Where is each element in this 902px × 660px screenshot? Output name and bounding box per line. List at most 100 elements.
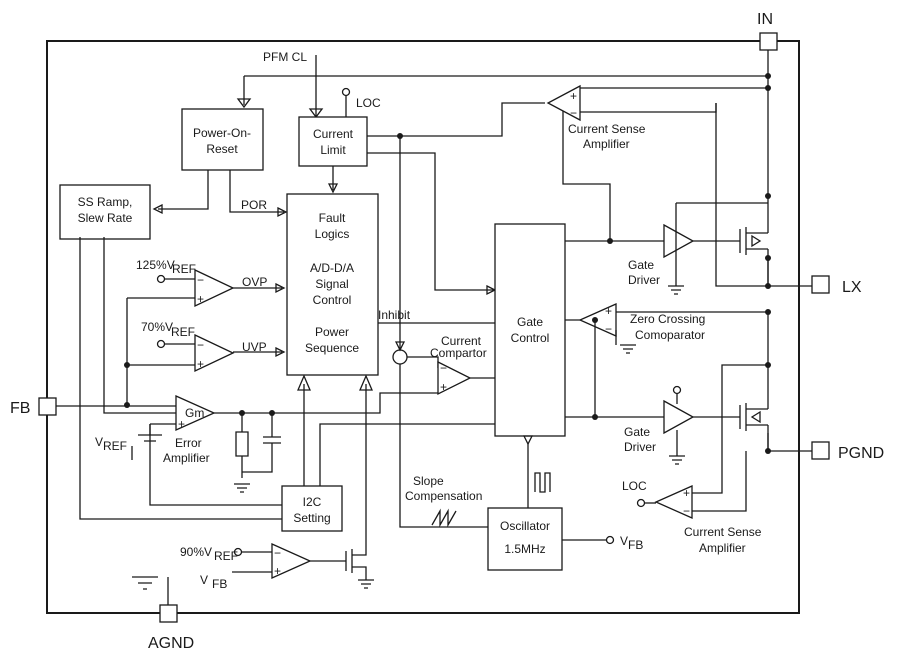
slope-comp-line2: Compensation [405,489,482,503]
loc-top-label: LOC [356,96,381,110]
ref125-sub: REF [172,262,196,276]
i2c-line1: I2C [303,495,322,509]
vref-label: V [95,435,103,449]
ref70-terminal [156,339,166,349]
cc-plus: + [440,380,447,394]
fault-logics-block [286,193,379,376]
vref-sub: REF [103,439,127,453]
in-rail [236,50,771,196]
cs-top-line2: Amplifier [583,137,630,151]
error-amplifier [175,394,216,432]
current-limit-block [298,116,368,167]
power-on-reset-block [181,108,264,171]
ovp-minus: − [197,273,204,287]
gate-driver-bottom-line1: Gate [624,425,650,439]
zc-plus: + [605,304,612,318]
pg-plus: + [274,564,281,578]
gate-driver-top-line2: Driver [628,273,660,287]
vfb-sub: FB [212,577,227,591]
current-limit-line2: Limit [320,143,346,157]
slope-comp-line1: Slope [413,474,444,488]
fault-line1: Fault [319,211,346,225]
fault-line2: Logics [315,227,350,241]
zero-cross-line1: Zero Crossing [630,312,705,326]
cs-bottom-line2: Amplifier [699,541,746,555]
current-sense-source [392,349,408,365]
cst-minus: − [570,106,577,120]
osc-line1: Oscillator [500,519,550,533]
ref125-label: 125%V [136,258,175,272]
pin-agnd-label: AGND [148,635,194,652]
cst-plus: + [570,89,577,103]
vfb-osc-label: V [620,534,628,548]
zero-cross-line2: Comoparator [635,328,705,342]
uvp-comparator [194,333,235,373]
por-label: POR [241,198,267,212]
pfm-cl-label: PFM CL [263,50,307,64]
ref90-terminal [233,547,243,557]
fault-line7: Sequence [305,341,359,355]
pin-pgnd [811,441,830,460]
current-comp-line2: Compartor [430,346,487,360]
pin-in-label: IN [757,11,773,28]
current-sense-amp-bottom [654,484,693,520]
pg-minus: − [274,546,281,560]
cc-minus: − [440,361,447,375]
ref70-sub: REF [171,325,195,339]
chip-outline [46,40,800,614]
current-limit-line1: Current [313,127,354,141]
gate-driver-bottom-line2: Driver [624,440,656,454]
fault-line4: Signal [315,277,348,291]
pin-fb [38,397,57,416]
fault-line5: Control [313,293,352,307]
error-amp-line1: Error [175,436,202,450]
i2c-line2: Setting [293,511,330,525]
oscillator-block [487,507,563,571]
ref90-label: 90%V [180,545,212,559]
uvp-plus: + [197,357,204,371]
current-comparator [437,360,472,396]
por-line1: Power-On- [193,126,251,140]
csb-plus: + [683,486,690,500]
osc-line2: 1.5MHz [504,542,545,556]
ovp-comparator [194,268,235,308]
uvp-minus: − [197,338,204,352]
ss-ramp-line1: SS Ramp, [78,195,133,209]
zc-minus: − [605,322,612,336]
ss-ramp-line2: Slew Rate [78,211,133,225]
inhibit-label: Inhibit [378,308,411,322]
gate-control-line2: Control [511,331,550,345]
i2c-block [281,485,343,532]
gate-driver-top [663,223,695,259]
pin-lx [811,275,830,294]
gm-label: Gm [185,406,204,420]
pin-pgnd-label: PGND [838,445,884,462]
pgood-comparator [271,542,312,580]
ovp-label: OVP [242,275,267,289]
pin-fb-label: FB [10,400,30,417]
vfb-osc-sub: FB [628,538,643,552]
ss-ramp-block [59,184,151,240]
pin-agnd [159,604,178,623]
error-amp-line2: Amplifier [163,451,210,465]
gate-driver-bottom [663,399,695,435]
gate-driver-top-line1: Gate [628,258,654,272]
por-line2: Reset [206,142,238,156]
ref125-terminal [156,274,166,284]
cs-bottom-line1: Current Sense [684,525,762,539]
uvp-label: UVP [242,340,267,354]
ovp-plus: + [197,292,204,306]
loc-top-terminal [341,87,351,97]
ref70-label: 70%V [141,320,173,334]
loc-bottom-label: LOC [622,479,647,493]
clock-symbol [534,472,551,493]
ea-plus: + [178,417,185,431]
current-comp-line1: Current [441,334,482,348]
ref90-sub: REF [214,549,238,563]
pin-lx-label: LX [842,279,862,296]
sawtooth-symbol [431,508,457,528]
vfb-label: V [200,573,208,587]
cs-top-line1: Current Sense [568,122,646,136]
current-sense-amp-top [546,84,581,122]
